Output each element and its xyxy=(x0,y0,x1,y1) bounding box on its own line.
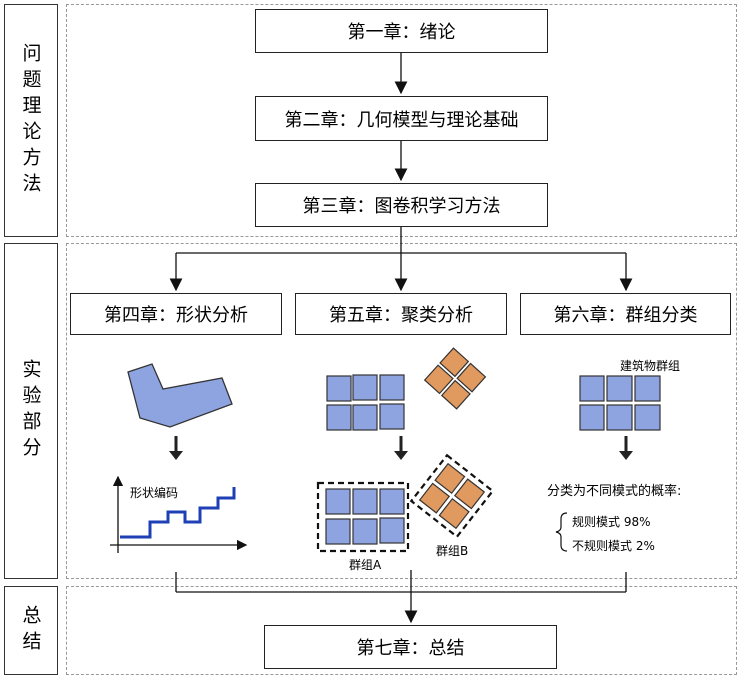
cluster-source-rotated xyxy=(423,347,487,410)
chapter-1-box: 第一章：绪论 xyxy=(255,9,548,53)
group-b xyxy=(409,453,495,539)
region-summary xyxy=(66,586,737,675)
chapter-2-label: 第二章：几何模型与理论基础 xyxy=(284,109,519,131)
group-a-buildings xyxy=(325,488,405,545)
chapter-5-label: 第五章：聚类分析 xyxy=(329,305,473,326)
brace-icon xyxy=(555,512,568,552)
chapter-6-label: 第六章：群组分类 xyxy=(553,305,698,326)
chapter-4-box: 第四章：形状分析 xyxy=(70,293,282,335)
cluster-source-grid xyxy=(326,374,405,431)
classify-buildings xyxy=(579,375,661,431)
group-b-buildings xyxy=(418,462,486,530)
section-summary: 总结 xyxy=(4,586,58,675)
chapter-1-label: 第一章：绪论 xyxy=(347,22,456,43)
group-b-label: 群组B xyxy=(436,544,469,558)
l-shape-building xyxy=(127,363,233,428)
chapter-5-box: 第五章：聚类分析 xyxy=(295,293,507,335)
section-theory-label: 问题理论方法 xyxy=(19,42,42,199)
building-group-label: 建筑物群组 xyxy=(620,359,681,373)
down-arrow-icon xyxy=(619,436,633,460)
chapter-7-label: 第七章：总结 xyxy=(356,638,465,659)
shape-code-line xyxy=(120,487,236,539)
section-experiment-label: 实验部分 xyxy=(19,359,42,463)
group-b-outline xyxy=(409,453,495,539)
section-summary-label: 总结 xyxy=(19,604,42,657)
down-arrow-icon xyxy=(169,436,183,460)
regular-pattern-prob: 规则模式 98% xyxy=(572,515,651,529)
chapter-2-box: 第二章：几何模型与理论基础 xyxy=(255,96,548,141)
section-theory: 问题理论方法 xyxy=(4,4,58,237)
chapter-6-box: 第六章：群组分类 xyxy=(520,293,731,335)
probability-title: 分类为不同模式的概率: xyxy=(547,484,682,499)
group-a-label: 群组A xyxy=(349,558,382,572)
chapter-7-box: 第七章：总结 xyxy=(264,625,557,669)
chapter-4-label: 第四章：形状分析 xyxy=(104,305,248,326)
down-arrow-icon xyxy=(394,436,408,460)
irregular-pattern-prob: 不规则模式 2% xyxy=(572,539,655,553)
group-a-outline xyxy=(316,481,410,553)
shape-code-label: 形状编码 xyxy=(130,486,179,500)
section-experiment: 实验部分 xyxy=(4,243,58,579)
chapter-3-box: 第三章：图卷积学习方法 xyxy=(255,183,548,227)
chapter-3-label: 第三章：图卷积学习方法 xyxy=(302,196,501,217)
